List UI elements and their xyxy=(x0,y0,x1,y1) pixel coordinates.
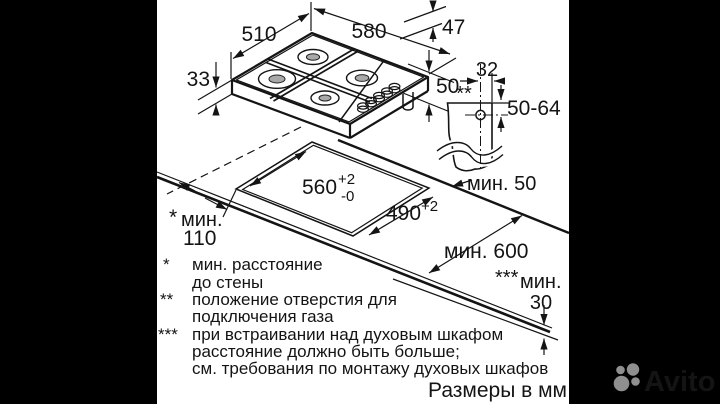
avito-wordmark: Avito xyxy=(644,366,715,398)
footnote-2-line-2: подключения газа xyxy=(192,307,334,326)
dim-offset-32: 32 xyxy=(476,59,498,81)
avito-logo-dot xyxy=(613,375,630,392)
dim-cutout-490: 490 xyxy=(386,202,421,225)
hob-foot xyxy=(402,92,414,111)
control-knobs xyxy=(357,82,401,113)
burner-cap xyxy=(354,74,370,82)
clearance-front-min600: мин. 600 xyxy=(444,240,528,263)
dim-cutout-560-sub: -0 xyxy=(341,188,354,205)
dim-side-50: 50 xyxy=(436,75,459,98)
dim-cutout-560: 560 xyxy=(302,176,337,199)
clearance-dimensions: мин. 50 мин. 600 * мин. 110 *** мин. 30 xyxy=(169,173,562,355)
avito-logo-dot xyxy=(626,363,640,376)
footnote-1-line-1: мин. расстояние xyxy=(192,255,323,274)
footnote-3-marker: *** xyxy=(158,325,178,344)
hob-dimensions: 510 580 47 33 50 xyxy=(187,0,465,122)
clearance-oven-min30: 30 xyxy=(530,292,552,314)
footnote-marker-2-ref: ** xyxy=(456,83,472,105)
footnote-2-marker: ** xyxy=(160,290,174,309)
footnote-3-line-1: при встраивании над духовым шкафом xyxy=(192,325,503,344)
pan-support-grid xyxy=(265,48,385,123)
clearance-wall-label: мин. xyxy=(181,209,223,231)
clearance-oven-label: мин. xyxy=(520,271,562,293)
avito-logo-dot xyxy=(616,365,625,375)
clearance-oven-marker: *** xyxy=(495,267,519,289)
dim-cutout-490-sup: +2 xyxy=(421,198,438,215)
hob-body-band xyxy=(230,77,430,140)
burner-cap xyxy=(305,53,321,61)
avito-watermark: Avito xyxy=(613,363,715,398)
break-line xyxy=(436,141,503,156)
footnote-2-line-1: положение отверстия для xyxy=(192,290,397,309)
dim-depth-510: 510 xyxy=(241,23,276,46)
burner-cap xyxy=(318,94,332,102)
footnote-1-marker: * xyxy=(163,255,170,274)
dim-front-33: 33 xyxy=(187,68,210,91)
clearance-side-min50: мин. 50 xyxy=(467,173,536,195)
burner-cap xyxy=(268,74,286,84)
dim-width-580: 580 xyxy=(351,20,386,43)
units-note: Размеры в мм xyxy=(428,379,567,402)
hob-drawing xyxy=(230,31,430,140)
dim-depth-range-50-64: 50-64 xyxy=(507,97,561,120)
footnote-3-line-2: расстояние должно быть больше; xyxy=(192,342,460,361)
gas-hole xyxy=(475,109,486,121)
clearance-wall-min110: 110 xyxy=(183,227,216,250)
gas-connection-detail: 32 ** 50-64 xyxy=(435,59,561,172)
break-line xyxy=(438,150,504,165)
dim-edge-47: 47 xyxy=(442,16,465,39)
footnote-3-line-3: см. требования по монтажу духовых шкафов xyxy=(192,359,548,378)
dim-cutout-560-sup: +2 xyxy=(338,171,355,188)
clearance-wall-marker: * xyxy=(169,206,177,229)
avito-logo-dot xyxy=(631,377,640,386)
footnotes: * мин. расстояние до стены ** положение … xyxy=(158,255,548,378)
footnote-1-line-2: до стены xyxy=(192,273,263,292)
worktop-section-shape xyxy=(446,102,493,172)
cutout-dimensions: 560 +2 -0 490 +2 xyxy=(249,150,438,236)
